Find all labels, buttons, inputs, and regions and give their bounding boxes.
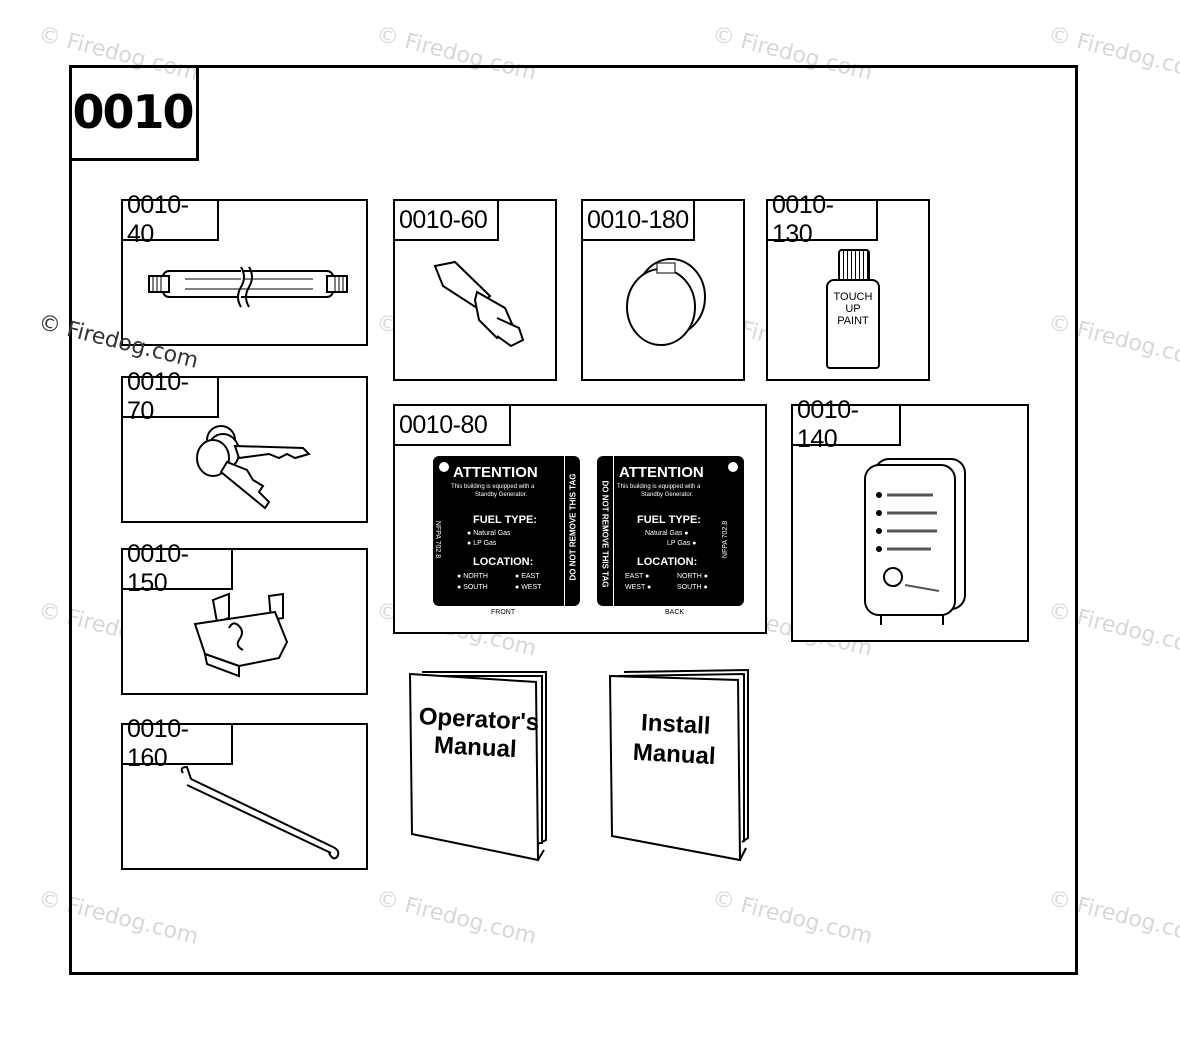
panel-0010-180[interactable]: 0010-180 xyxy=(581,199,745,381)
operators-manual[interactable]: Operator's Manual xyxy=(408,668,554,872)
tag-option-label: EAST xyxy=(625,573,644,580)
tag-option: ● WEST xyxy=(515,584,542,591)
paint-label-line: PAINT xyxy=(837,315,869,327)
tag-option-label: SOUTH xyxy=(677,584,702,591)
tag-option: SOUTH ● xyxy=(677,584,708,591)
manual-title-line: Manual xyxy=(433,731,518,764)
tag-option-label: LP Gas xyxy=(667,540,691,547)
tag-option: ● SOUTH xyxy=(457,584,488,591)
tag-text: Standby Generator. xyxy=(475,492,528,498)
tag-text: Standby Generator. xyxy=(641,492,694,498)
panel-0010-40[interactable]: 0010-40 xyxy=(121,191,368,346)
main-section-label: 0010 xyxy=(69,65,199,161)
panel-0010-160[interactable]: 0010-160 xyxy=(121,715,368,870)
tag-location-heading: LOCATION: xyxy=(473,556,534,568)
tag-text: This building is equipped with a xyxy=(617,484,701,490)
cap-illustration xyxy=(626,258,706,346)
part-label: 0010-40 xyxy=(123,191,219,248)
tag-option: ● Natural Gas xyxy=(467,530,511,537)
tag-fuel-heading: FUEL TYPE: xyxy=(473,514,537,526)
part-label: 0010-130 xyxy=(768,191,878,248)
tag-option: LP Gas ● xyxy=(667,540,697,547)
tag-front-caption: FRONT xyxy=(491,609,516,616)
tag-text: This building is equipped with a xyxy=(451,484,535,490)
tag-nfpa: NFPA 702.8 xyxy=(434,520,442,559)
tag-option-label: WEST xyxy=(521,584,542,591)
paint-label-line: UP xyxy=(845,303,861,315)
part-label: 0010-180 xyxy=(583,201,695,241)
tag-option-label: SOUTH xyxy=(463,584,488,591)
tag-option: ● NORTH xyxy=(457,573,488,580)
tag-option-label: WEST xyxy=(625,584,646,591)
tag-location-heading: LOCATION: xyxy=(637,556,698,568)
paint-label-line: TOUCH xyxy=(833,291,873,303)
tag-option: ● EAST xyxy=(515,573,540,580)
hose-illustration xyxy=(148,266,348,308)
remote-monitor-illustration xyxy=(864,458,966,625)
part-label: 0010-140 xyxy=(793,396,901,453)
tag-front: ATTENTION This building is equipped with… xyxy=(433,456,580,606)
tag-option: NORTH ● xyxy=(677,573,708,580)
tag-option-label: NORTH xyxy=(463,573,488,580)
tool-illustration xyxy=(433,260,525,348)
part-label: 0010-160 xyxy=(123,715,233,772)
manual-book-illustration xyxy=(408,671,547,862)
tag-fuel-heading: FUEL TYPE: xyxy=(637,514,701,526)
part-label: 0010-60 xyxy=(395,201,499,241)
tag-option: WEST ● xyxy=(625,584,652,591)
tag-title: ATTENTION xyxy=(619,464,704,481)
tag-option: EAST ● xyxy=(625,573,650,580)
panel-0010-60[interactable]: 0010-60 xyxy=(393,199,557,381)
manual-title: Operator's Manual xyxy=(417,703,540,765)
tag-do-not-remove: DO NOT REMOVE THIS TAG xyxy=(600,480,610,588)
part-label: 0010-70 xyxy=(123,368,219,425)
tag-option-label: Natural Gas xyxy=(473,530,511,537)
panel-0010-130[interactable]: 0010-130 TOUCH UP PAINT xyxy=(766,191,930,381)
tag-option: ● LP Gas xyxy=(467,540,497,547)
tag-option-label: EAST xyxy=(521,573,540,580)
diagram-frame xyxy=(69,65,1078,975)
hole xyxy=(439,462,449,472)
tag-divider xyxy=(564,456,565,606)
manual-book-illustration xyxy=(608,668,749,862)
keys-illustration xyxy=(196,425,311,510)
panel-0010-80[interactable]: 0010-80 ATTENTION This building is equip… xyxy=(393,404,767,634)
tag-back: DO NOT REMOVE THIS TAG ATTENTION This bu… xyxy=(597,456,744,606)
tag-nfpa: NFPA 702.8 xyxy=(722,520,730,559)
tag-back-caption: BACK xyxy=(665,609,685,616)
hole xyxy=(728,462,738,472)
manual-title: Install Manual xyxy=(615,707,736,773)
panel-0010-150[interactable]: 0010-150 xyxy=(121,540,368,695)
part-label: 0010-150 xyxy=(123,540,233,597)
panel-0010-140[interactable]: 0010-140 xyxy=(791,396,1029,642)
tag-option-label: NORTH xyxy=(677,573,702,580)
tag-option-label: Natural Gas xyxy=(645,530,683,537)
part-label: 0010-80 xyxy=(395,406,511,446)
tag-do-not-remove: DO NOT REMOVE THIS TAG xyxy=(568,473,578,581)
fuse-illustration xyxy=(193,592,289,678)
paint-bottle: TOUCH UP PAINT xyxy=(826,279,880,369)
install-manual[interactable]: Install Manual xyxy=(608,668,754,872)
manual-title-line: Manual xyxy=(632,738,717,771)
panel-0010-70[interactable]: 0010-70 xyxy=(121,368,368,523)
tag-title: ATTENTION xyxy=(453,464,538,481)
wire-tool-illustration xyxy=(180,765,340,860)
tag-option: Natural Gas ● xyxy=(645,530,689,537)
tag-divider xyxy=(613,456,614,606)
tag-option-label: LP Gas xyxy=(473,540,497,547)
